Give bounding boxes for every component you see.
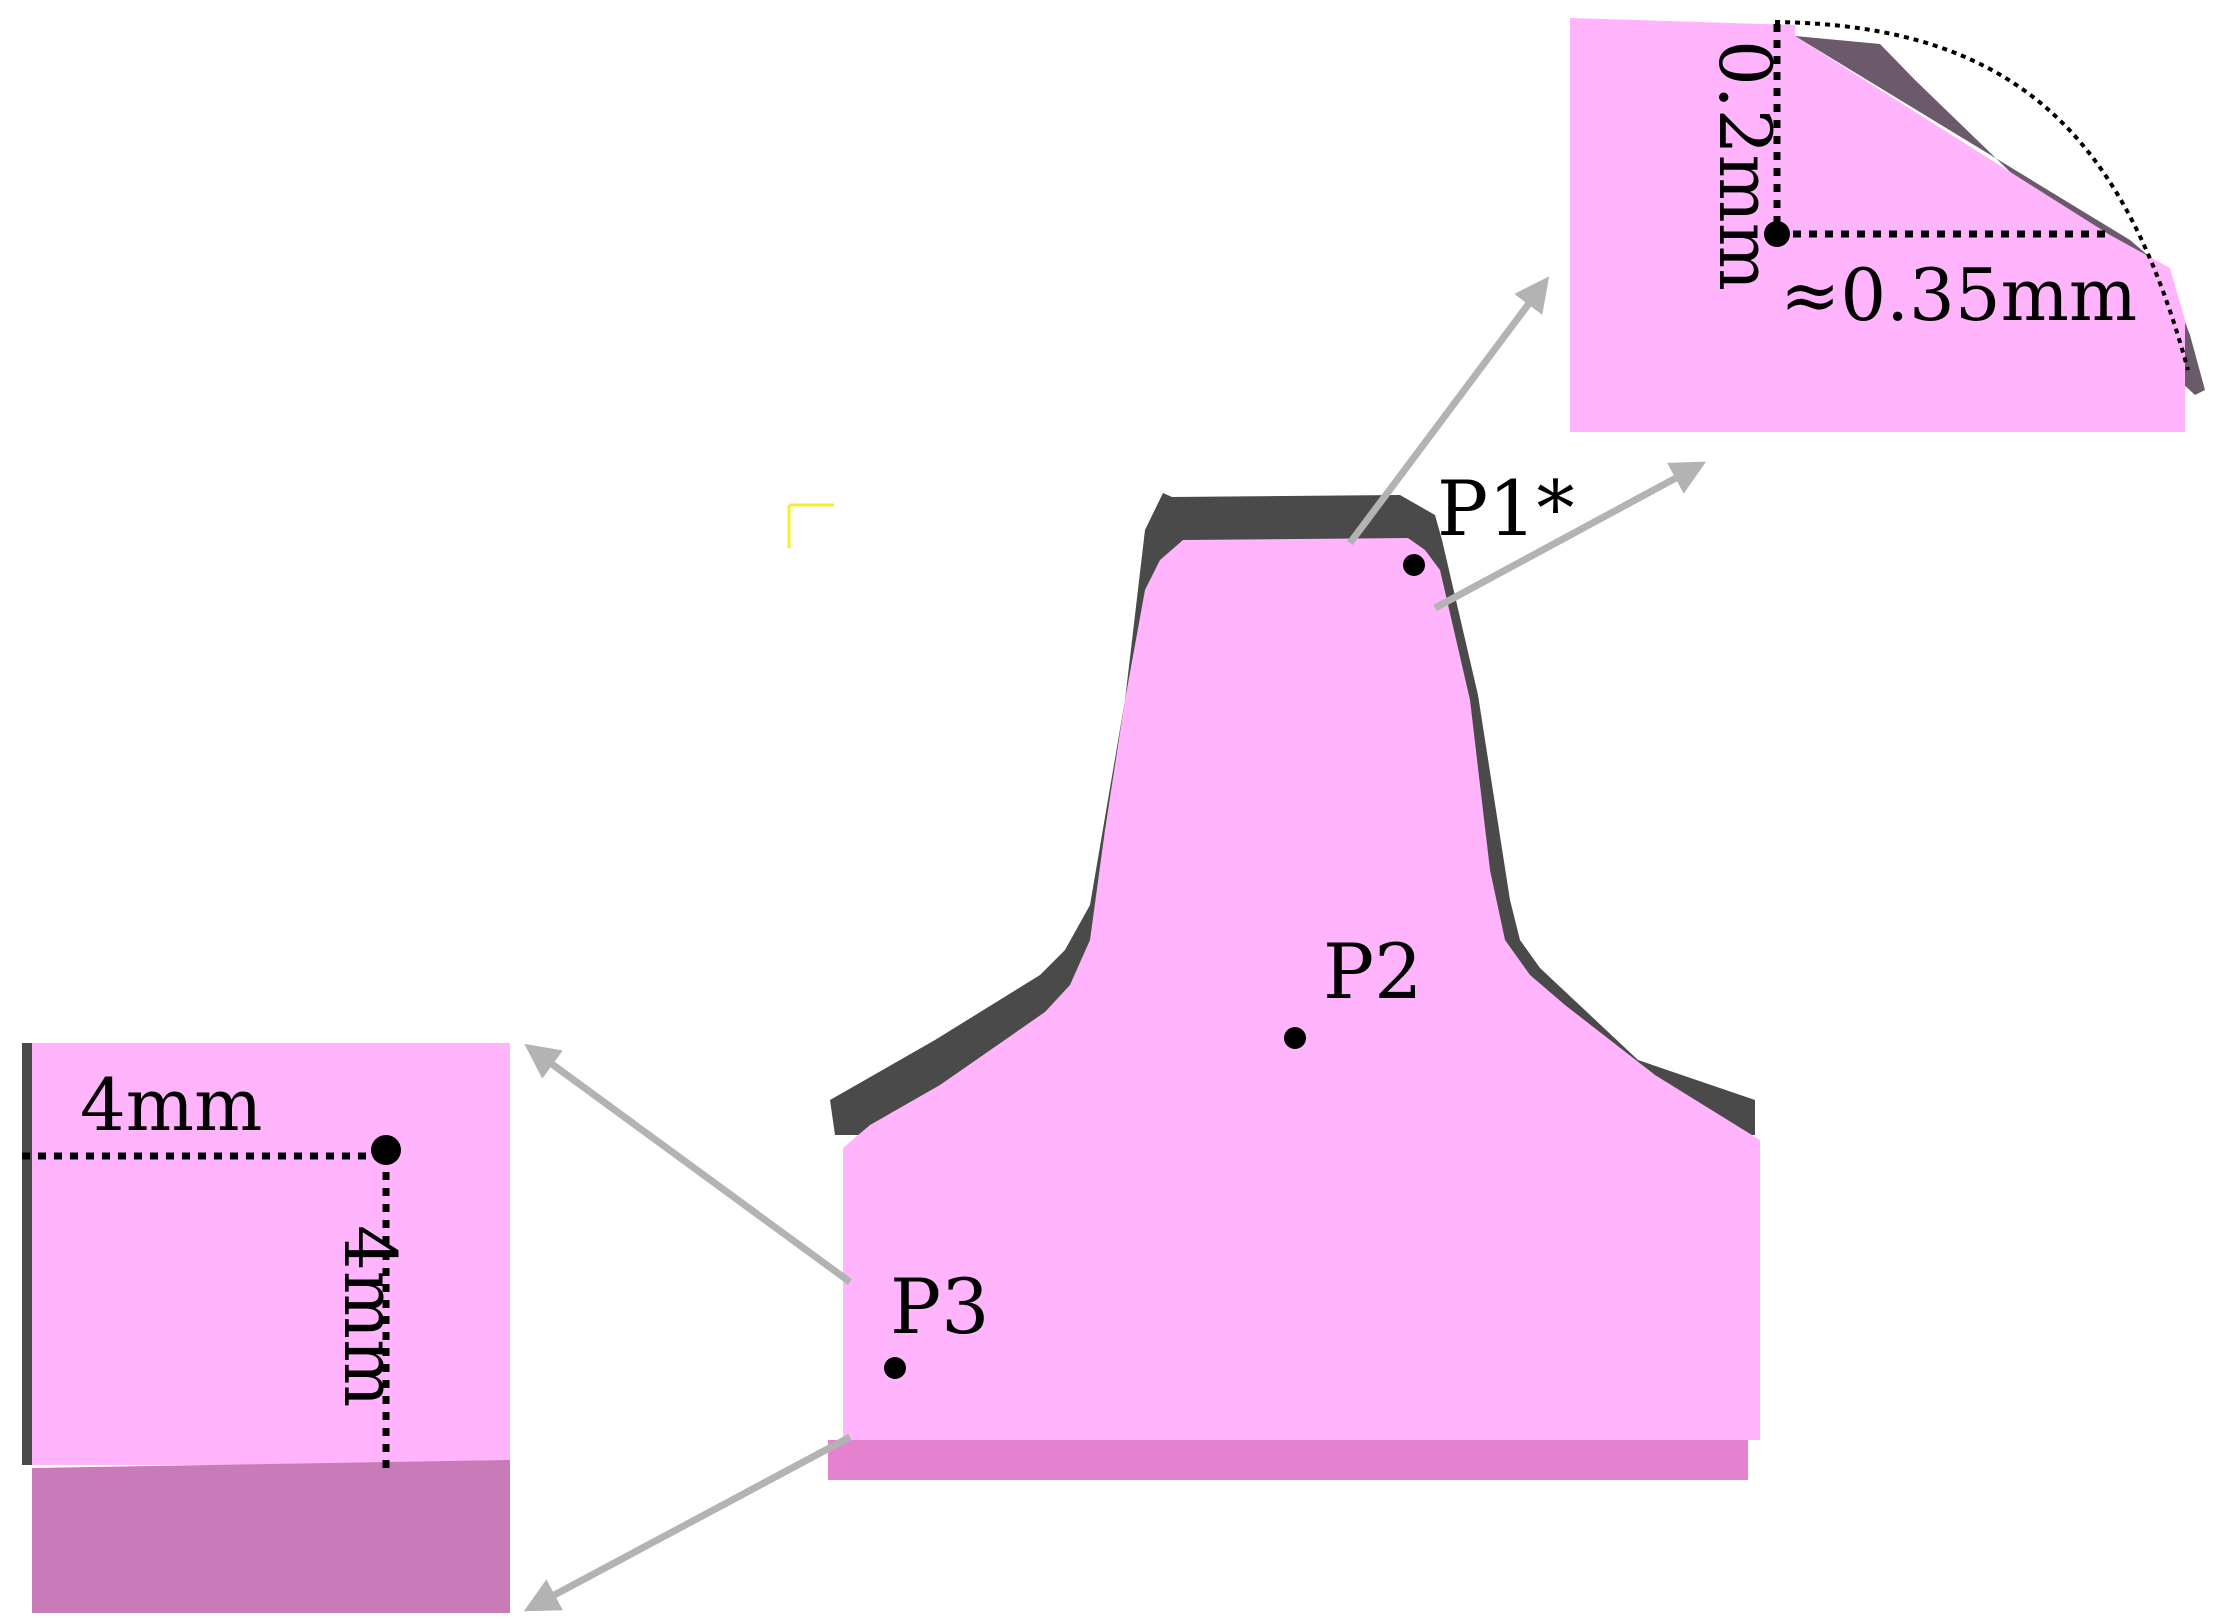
- point-p2-marker: [1284, 1027, 1306, 1049]
- detail-bottom-body: [32, 1043, 510, 1465]
- main-part-base-band: [828, 1440, 1748, 1480]
- leader-arrows: [523, 276, 1707, 1612]
- detail-bottom-vertical-label: 4mm: [328, 1225, 412, 1407]
- main-part-body: [843, 538, 1760, 1440]
- detail-bottom-inset: 4mm 4mm: [22, 1043, 510, 1613]
- detail-bottom-band: [32, 1460, 510, 1613]
- detail-bottom-edge-shadow: [22, 1043, 34, 1465]
- detail-top-body: [1570, 18, 2185, 432]
- main-part: [828, 493, 1760, 1480]
- detail-top-horizontal-label: ≈0.35mm: [1780, 253, 2137, 337]
- measurement-points: P1* P2 P3: [884, 464, 1575, 1379]
- arrow-to-detail-bottom-lower: [523, 1433, 852, 1612]
- point-p3-marker: [884, 1357, 906, 1379]
- detail-bottom-marker: [371, 1135, 401, 1165]
- stray-mark: [787, 503, 834, 548]
- arrow-to-detail-bottom-upper: [524, 1043, 853, 1285]
- detail-top-marker: [1764, 221, 1790, 247]
- arrow-to-detail-top-lower: [1433, 461, 1707, 612]
- point-p1-label: P1*: [1437, 464, 1575, 553]
- point-p2-label: P2: [1323, 927, 1423, 1016]
- detail-top-inset: 0.2mm ≈0.35mm: [1570, 18, 2205, 432]
- arrow-to-detail-top-upper: [1347, 276, 1550, 546]
- point-p1-marker: [1403, 554, 1425, 576]
- detail-bottom-horizontal-label: 4mm: [80, 1063, 262, 1147]
- point-p3-label: P3: [890, 1262, 990, 1351]
- detail-top-vertical-label: 0.2mm: [1703, 40, 1787, 291]
